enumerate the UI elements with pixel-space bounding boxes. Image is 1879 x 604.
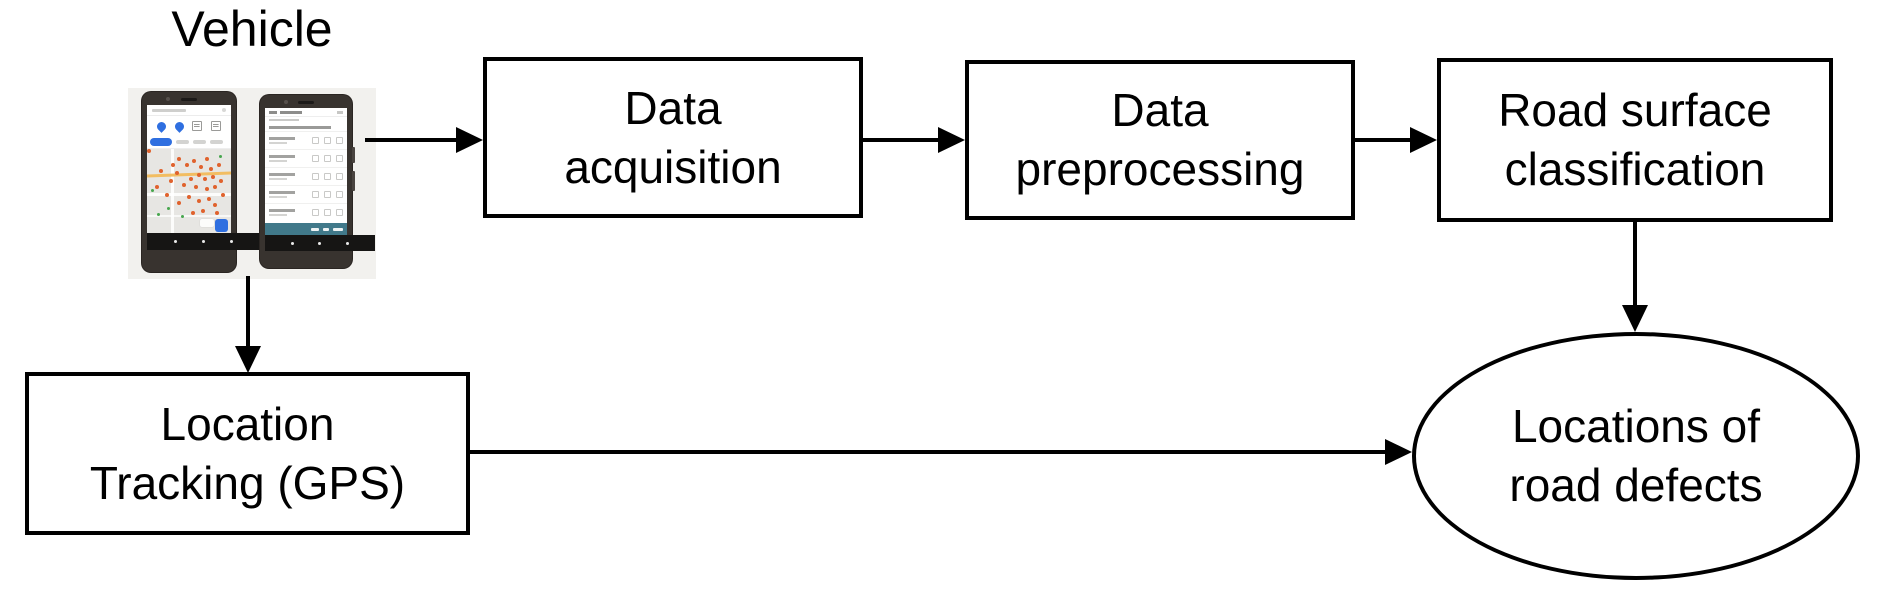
node-data-acquisition: Data acquisition	[483, 57, 863, 218]
phone-camera	[166, 97, 171, 101]
phone-speaker	[181, 98, 197, 101]
green-marker-dots	[151, 189, 154, 192]
list-item	[265, 149, 347, 167]
list-item	[265, 185, 347, 203]
map-pin-icon	[155, 119, 169, 133]
list-item	[265, 131, 347, 149]
node-label-line: Road surface	[1498, 84, 1772, 137]
street-line	[147, 215, 231, 217]
map-toolbar	[147, 116, 231, 136]
node-label-line: Tracking (GPS)	[89, 456, 406, 509]
map-app-screen	[147, 105, 231, 233]
node-road-surface-classification: Road surface classification	[1437, 58, 1833, 222]
map-fab-icon	[215, 219, 228, 232]
list-title-line	[269, 126, 331, 129]
nav-back-icon	[173, 240, 177, 243]
list-item	[265, 203, 347, 221]
android-nav-bar	[147, 233, 259, 250]
active-tab-pill	[150, 138, 172, 146]
phone-speaker	[298, 101, 314, 104]
arrowhead-right-icon	[456, 127, 483, 153]
map-app-phone	[142, 92, 259, 272]
node-label-line: Location	[160, 397, 335, 450]
nav-back-icon	[291, 241, 295, 245]
arrowhead-right-icon	[1385, 439, 1412, 465]
arrowhead-right-icon	[938, 127, 965, 153]
list-bottom-bar	[265, 223, 347, 235]
power-button	[352, 147, 355, 163]
filter-icon	[210, 121, 221, 131]
nav-recents-icon	[229, 240, 233, 243]
list-app-phone	[260, 95, 375, 268]
node-data-preprocessing: Data preprocessing	[965, 60, 1355, 220]
map-tabs	[147, 136, 231, 149]
node-label-line: road defects	[1509, 459, 1763, 511]
phone-camera	[283, 100, 288, 104]
map-view	[147, 149, 231, 233]
vehicle-phones-image	[128, 88, 376, 279]
node-label-line: Locations of	[1511, 400, 1761, 453]
node-locations-of-road-defects: Locations of road defects	[1412, 332, 1860, 580]
nav-home-icon	[318, 241, 322, 245]
defect-marker-dots	[147, 149, 151, 153]
search-bar	[147, 105, 231, 116]
list-header	[265, 108, 347, 117]
android-nav-bar	[265, 235, 375, 251]
nav-recents-icon	[345, 241, 349, 245]
street-line	[171, 149, 174, 233]
map-pin-icon	[172, 119, 186, 133]
map-label-chip	[200, 219, 214, 227]
vehicle-label: Vehicle	[171, 1, 333, 57]
node-label-line: preprocessing	[1015, 143, 1305, 195]
node-label-line: Data	[1111, 84, 1209, 137]
nav-home-icon	[201, 240, 205, 243]
list-app-screen	[265, 108, 347, 224]
arrowhead-down-icon	[235, 346, 261, 373]
arrowhead-down-icon	[1622, 305, 1648, 332]
node-location-tracking-gps: Location Tracking (GPS)	[25, 372, 470, 535]
volume-button	[352, 171, 355, 191]
street-line	[147, 193, 231, 196]
arrowhead-right-icon	[1410, 127, 1437, 153]
node-label-line: classification	[1504, 143, 1766, 195]
node-label-line: acquisition	[564, 140, 782, 193]
list-item	[265, 167, 347, 185]
node-label-line: Data	[624, 81, 722, 134]
list-icon	[192, 121, 203, 131]
road-line	[147, 171, 231, 178]
